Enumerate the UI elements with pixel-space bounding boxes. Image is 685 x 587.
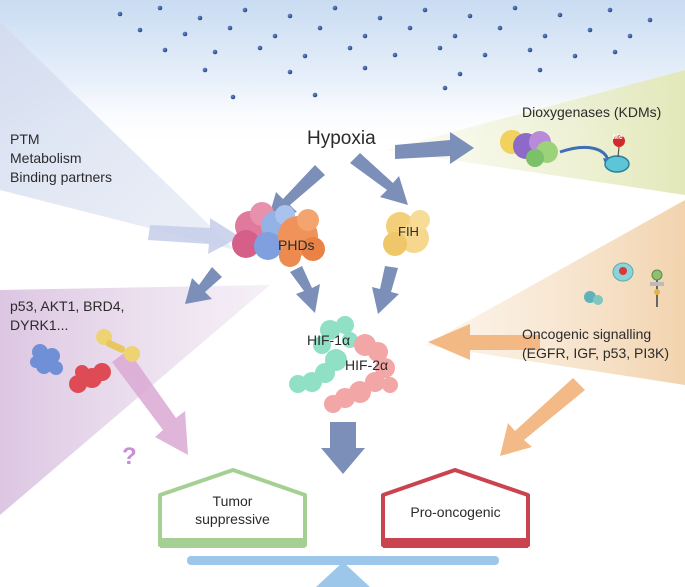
oxygen-dots <box>117 5 653 100</box>
phds-label: PHDs <box>278 237 315 253</box>
pro-oncogenic-house <box>381 468 530 548</box>
binding-partners-line-2: DYRK1... <box>10 317 69 333</box>
oncogenic-line-1: Oncogenic signalling <box>522 326 652 342</box>
arrow-hif-down <box>321 422 365 474</box>
nucleosome-icon <box>604 135 630 173</box>
binding-partners-list: p53, AKT1, BRD4, DYRK1... <box>10 297 124 335</box>
dioxygenases-label: Dioxygenases (KDMs) <box>522 104 662 120</box>
arrow-to-dioxygenases <box>395 132 474 164</box>
left-inputs-list: PTM Metabolism Binding partners <box>10 130 112 187</box>
phd-protein-icon <box>232 202 325 267</box>
arrow-oncogenic-to-hif <box>428 324 540 360</box>
ptm-label: PTM <box>10 131 40 147</box>
fih-label: FIH <box>398 224 419 239</box>
tumor-suppressive-line-2: suppressive <box>195 511 270 527</box>
pro-oncogenic-label: Pro-oncogenic <box>410 504 501 520</box>
fih-protein-icon <box>383 210 430 256</box>
oncogenic-line-2: (EGFR, IGF, p53, PI3K) <box>522 345 670 361</box>
tumor-suppressive-label: Tumor suppressive <box>160 492 305 528</box>
kdm-protein-icon <box>500 130 558 167</box>
hif2a-protein-icon <box>324 334 398 413</box>
arrow-fih-to-hif <box>372 266 399 314</box>
question-mark: ? <box>122 443 137 470</box>
metabolism-label: Metabolism <box>10 150 82 166</box>
binding-protein-blue-icon <box>30 344 63 375</box>
arrow-binding-to-suppressive <box>112 350 188 455</box>
oncogenic-signalling-label: Oncogenic signalling (EGFR, IGF, p53, PI… <box>522 325 669 363</box>
arrow-to-binding-partners <box>185 267 222 304</box>
tumor-suppressive-line-1: Tumor <box>212 493 253 509</box>
hypoxia-arrows <box>185 132 474 474</box>
left-top-wedge-shade <box>0 22 235 250</box>
scale-beam <box>187 556 499 565</box>
hif2a-label: HIF-2α <box>345 357 389 373</box>
scale-fulcrum <box>316 562 370 587</box>
binding-partners-line-1: p53, AKT1, BRD4, <box>10 298 125 314</box>
receptor-icon <box>584 262 664 307</box>
binding-partners-label: Binding partners <box>10 169 112 185</box>
arrow-oncogenic-to-pro <box>500 378 585 456</box>
binding-protein-red-icon <box>69 363 111 393</box>
hif1a-label: HIF-1α <box>307 332 351 348</box>
methyl-badge: Me <box>613 134 623 141</box>
binding-partner-wedge <box>0 285 270 515</box>
kdm-arrow-icon <box>559 146 610 161</box>
arrow-to-fih <box>350 153 408 205</box>
hypoxia-label: Hypoxia <box>307 128 376 149</box>
arrow-ptm-to-phds <box>148 218 240 254</box>
tumor-suppressive-house <box>158 468 307 548</box>
binding-protein-yellow-icon <box>96 329 140 362</box>
hif1a-protein-icon <box>289 316 358 393</box>
arrow-phd-to-hif <box>290 266 320 313</box>
